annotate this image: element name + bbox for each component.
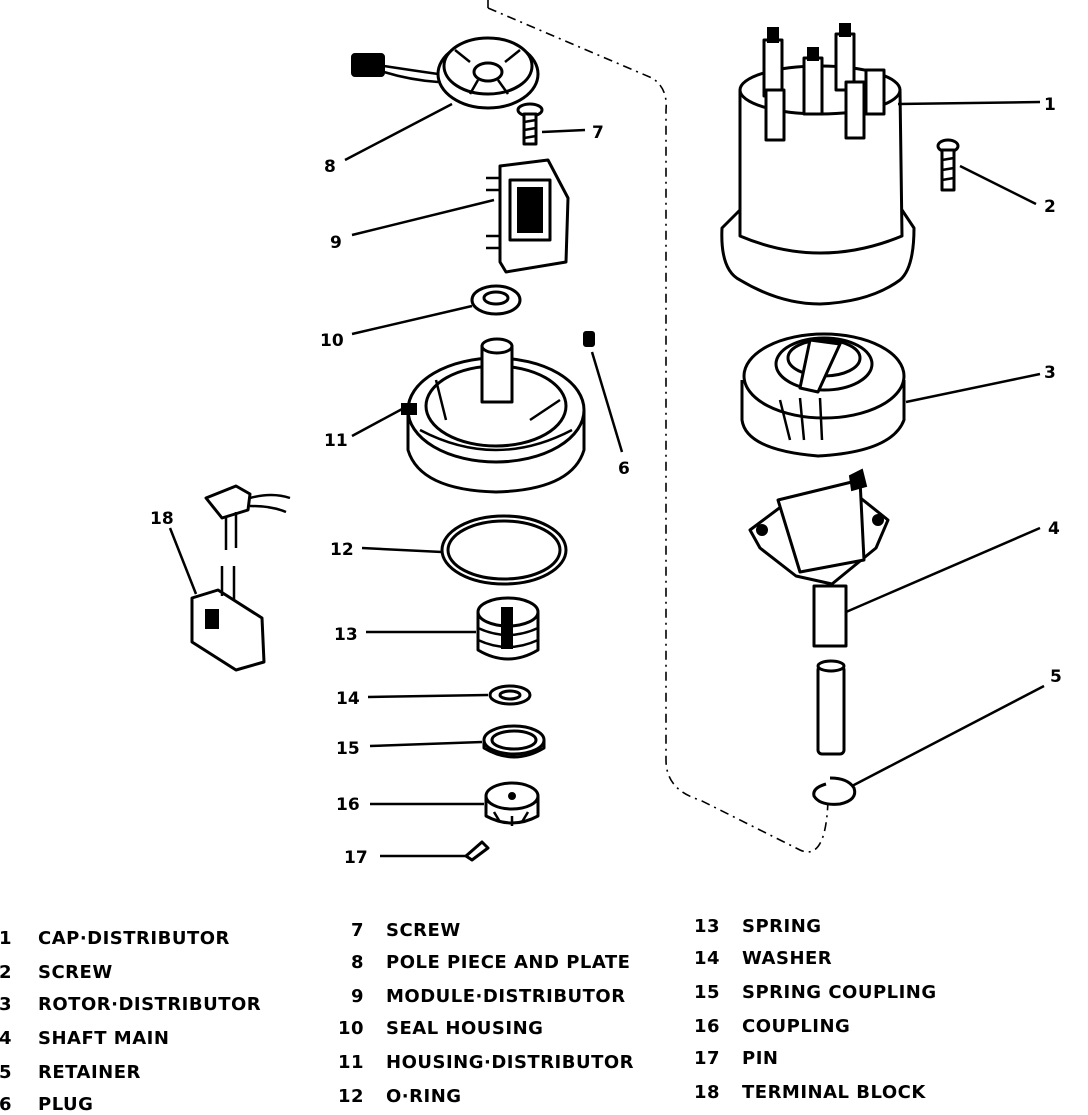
callout-11: 11 (324, 431, 348, 451)
module-distributor (486, 158, 570, 274)
coupling (484, 781, 540, 826)
leader-10 (351, 304, 473, 336)
pole-piece-and-plate (351, 36, 540, 110)
callout-2: 2 (1044, 197, 1056, 217)
callout-14: 14 (336, 689, 360, 709)
callout-6: 6 (618, 459, 630, 479)
leader-18 (168, 527, 198, 595)
callout-7: 7 (592, 123, 604, 143)
retainer (812, 776, 857, 806)
exploded-view-diagram: 8 7 9 10 6 11 12 (150, 0, 1062, 868)
plug (583, 331, 595, 347)
leader-12 (361, 546, 443, 554)
leader-5 (851, 684, 1045, 788)
shaft-lower (816, 659, 846, 756)
leader-11 (351, 406, 405, 438)
callout-12: 12 (330, 540, 354, 560)
leader-6 (590, 351, 624, 453)
seal-housing (470, 284, 522, 316)
washer (488, 684, 532, 706)
callout-3: 3 (1044, 363, 1056, 383)
callout-17: 17 (344, 848, 368, 868)
rotor-distributor (740, 332, 906, 458)
callout-8: 8 (324, 157, 336, 177)
spring (476, 596, 540, 661)
leader-15 (369, 740, 483, 748)
screw-7 (516, 102, 544, 146)
leader-3 (905, 372, 1041, 404)
callout-10: 10 (320, 331, 344, 351)
pin (464, 840, 490, 862)
housing-distributor (401, 337, 586, 494)
callout-5: 5 (1050, 667, 1062, 687)
screw-2 (936, 138, 960, 192)
leader-7 (541, 128, 586, 134)
shaft-main (748, 468, 890, 648)
callout-15: 15 (336, 739, 360, 759)
leader-1 (897, 100, 1041, 106)
assembly-outline (487, 0, 829, 853)
terminal-block (190, 484, 291, 672)
callout-16: 16 (336, 795, 360, 815)
spring-coupling (482, 724, 546, 759)
leader-9 (351, 198, 495, 237)
callout-9: 9 (330, 233, 342, 253)
callout-4: 4 (1048, 519, 1060, 539)
leader-2 (959, 164, 1037, 206)
o-ring (440, 514, 568, 586)
callout-13: 13 (334, 625, 358, 645)
leader-4 (845, 526, 1041, 614)
callout-1: 1 (1044, 95, 1056, 115)
leader-8 (344, 102, 453, 162)
cap-distributor (720, 23, 916, 306)
leader-14 (367, 693, 489, 699)
callout-18: 18 (150, 509, 174, 529)
